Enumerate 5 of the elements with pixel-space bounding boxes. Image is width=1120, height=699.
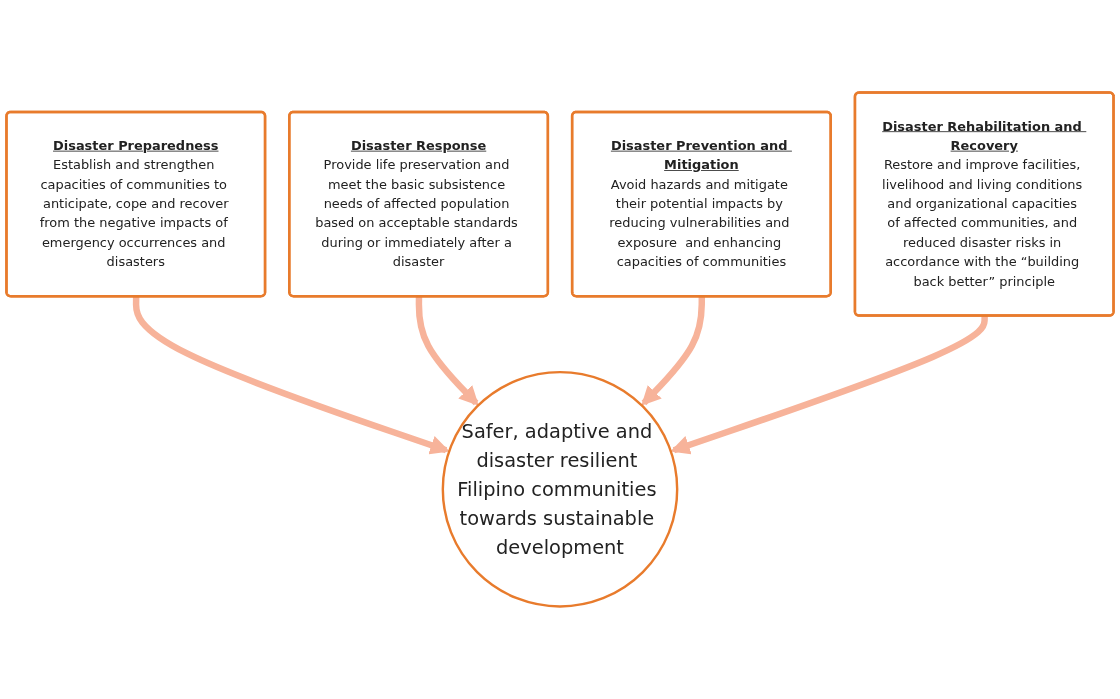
node-circle: Safer, adaptive and disaster resilient Filipino communities towards sustainable development	[441, 370, 679, 608]
arrow	[132, 296, 450, 455]
arrow	[415, 296, 479, 406]
arrow	[641, 296, 706, 406]
arrow	[670, 315, 988, 455]
